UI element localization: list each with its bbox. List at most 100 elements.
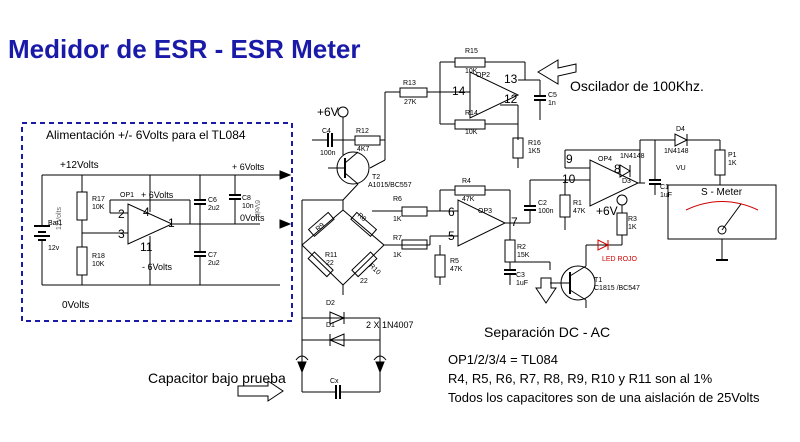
capacitor-label: Capacitor bajo prueba	[148, 370, 286, 386]
r17-label: R17	[92, 196, 105, 203]
op1-pin3: 3	[118, 227, 125, 241]
r11-label: R11	[325, 252, 338, 259]
page-title: Medidor de ESR - ESR Meter	[8, 34, 361, 64]
power-supply-box	[21, 122, 293, 322]
r18-value: 10K	[92, 261, 105, 268]
r7-label: R7	[393, 235, 402, 242]
op2-pin13: 13	[504, 72, 518, 86]
c7-value: 2u2	[208, 260, 220, 267]
d1-label: D1	[326, 322, 335, 329]
led-label: LED ROJO	[602, 256, 638, 263]
oscillator-label: Oscilador de 100Khz.	[570, 78, 704, 94]
r5-value: 47K	[450, 266, 463, 273]
c4-label: C4	[322, 128, 331, 135]
op1-pin4: 4	[143, 205, 150, 219]
r4-label: R4	[462, 178, 471, 185]
r18-label: R18	[92, 253, 105, 260]
c6-label: C6	[208, 197, 217, 204]
r13-label: R13	[403, 80, 416, 87]
op2-pin12: 12	[504, 92, 518, 106]
op4-pin9: 9	[566, 152, 573, 166]
six-volt-vertical: 6Volts	[253, 200, 260, 220]
minus6-label: - 6Volts	[142, 262, 173, 272]
c1-value: 1uF	[660, 192, 673, 199]
op4-label: OP4	[598, 156, 613, 163]
op3-label: OP3	[478, 208, 493, 215]
bat-label: Bat1	[48, 220, 63, 227]
r1-label: R1	[573, 200, 582, 207]
c3-label: C3	[516, 272, 525, 279]
r6-label: R6	[393, 196, 402, 203]
r12-value: 4K7	[357, 146, 370, 153]
d2-label: D2	[326, 300, 335, 307]
r1-value: 47K	[573, 208, 586, 215]
bat-voltage: 12v	[48, 245, 60, 252]
r13-value: 27K	[404, 99, 417, 106]
cx-label: Cx	[330, 378, 339, 385]
r15-value: 10K	[465, 68, 478, 75]
r12-label: R12	[356, 128, 369, 135]
r6-value: 1K	[393, 216, 402, 223]
r7-value: 1K	[393, 252, 402, 259]
op4-pin8: 8	[614, 162, 621, 176]
c6-value: 2u2	[208, 205, 220, 212]
op3-pin5: 5	[448, 229, 455, 243]
c2-value: 100n	[538, 208, 554, 215]
t2-value: A1015/BC557	[368, 182, 412, 189]
op3-pin7: 7	[511, 215, 518, 229]
op1-pin1: 1	[168, 216, 175, 230]
plus6-label: + 6Volts	[141, 190, 174, 200]
op2-label: OP2	[476, 72, 491, 79]
r14-value: 10K	[465, 129, 478, 136]
op4-pin10: 10	[562, 172, 576, 186]
p1-value: 1K	[728, 160, 737, 167]
zero-volts-label: 0Volts	[62, 300, 90, 311]
c2-label: C2	[538, 200, 547, 207]
r2-label: R2	[517, 244, 526, 251]
op1-pin11: 11	[140, 240, 153, 254]
diodes-label: 2 X 1N4007	[366, 320, 414, 330]
r10-value: 22	[360, 278, 368, 285]
c7-label: C7	[208, 252, 217, 259]
p1-label: P1	[728, 152, 737, 159]
r16-value: 1K5	[528, 148, 541, 155]
r15-label: R15	[465, 48, 478, 55]
power-box-label: Alimentación +/- 6Volts para el TL084	[46, 128, 246, 142]
c4-value: 100n	[320, 150, 336, 157]
c8-value: 10n	[242, 203, 254, 210]
c5-value: 1n	[548, 100, 556, 107]
vu-label: VU	[676, 165, 686, 172]
op2-pin14: 14	[452, 84, 466, 98]
smeter-label: S - Meter	[701, 187, 743, 198]
separacion-label: Separación DC - AC	[484, 324, 611, 340]
d4-label: D4	[676, 126, 685, 133]
op1-pin2: 2	[118, 207, 125, 221]
plus12-label: +12Volts	[60, 160, 99, 171]
r3-label: R3	[628, 216, 637, 223]
t2-label: T2	[372, 174, 381, 181]
op3-pin6: 6	[448, 205, 455, 219]
plus6v-t2: +6V	[317, 105, 339, 119]
zero-out-label: 0Volts	[240, 213, 265, 223]
note-resistors: R4, R5, R6, R7, R8, R9, R10 y R11 son al…	[448, 371, 713, 386]
c5-label: C5	[548, 92, 557, 99]
t1-value: C1815 /BC547	[594, 285, 640, 292]
d3-label: D3	[622, 178, 631, 185]
r11-value: 22	[326, 260, 334, 267]
c1-label: C1	[660, 184, 669, 191]
note-capacitors: Todos los capacitores son de una aislaci…	[448, 390, 760, 405]
plus6v-r3: +6V	[596, 204, 618, 218]
op1-label: OP1	[120, 192, 135, 199]
r2-value: 15K	[517, 252, 530, 259]
r16-label: R16	[528, 140, 541, 147]
plus6-out-label: + 6Volts	[232, 162, 265, 172]
c3-value: 1uF	[516, 280, 529, 287]
r14-label: R14	[465, 110, 478, 117]
r5-label: R5	[450, 258, 459, 265]
d3-top-value: 1N4148	[620, 153, 645, 160]
note-tl084: OP1/2/3/4 = TL084	[448, 352, 558, 367]
r3-value: 1K	[628, 224, 637, 231]
d4-value: 1N4148	[664, 148, 689, 155]
t1-label: T1	[594, 277, 603, 284]
